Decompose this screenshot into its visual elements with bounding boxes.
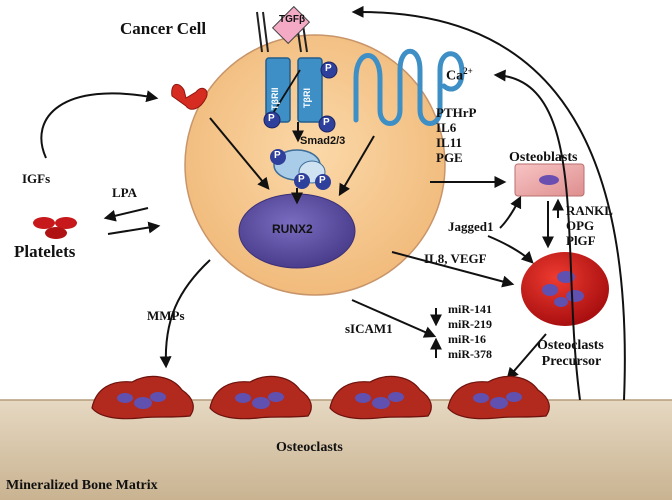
tbri-label: TβRI [302, 88, 312, 108]
arrow-bone-to-cell [351, 5, 626, 401]
calcium-charge: 2+ [463, 66, 473, 76]
osteoclast-precursor-label: Osteoclasts Precursor [537, 338, 604, 370]
tbrii-label: TβRII [270, 87, 280, 111]
mirna-list: miR-141 miR-219 miR-16 miR-378 [448, 302, 492, 362]
smad23-complex [270, 149, 331, 190]
runx2-label: RUNX2 [272, 222, 313, 236]
phospho-circle-2 [320, 61, 338, 79]
calcium-sensing-receptor [353, 48, 465, 126]
arrow-bone-to-ca [493, 69, 581, 401]
osteoblast-cell [514, 163, 585, 197]
calcium-label: Ca2+ [446, 66, 473, 85]
mir-16: miR-16 [448, 332, 486, 346]
precursor-line-1: Osteoclasts [537, 338, 604, 353]
arrow-platelets-to-cell [107, 221, 161, 235]
calcium-base: Ca [446, 68, 464, 84]
factor-pthrp: PTHrP [436, 105, 477, 120]
factor-il6: IL6 [436, 119, 457, 135]
phospho-circle-3 [318, 115, 336, 133]
arrow-igf-to-receptor [40, 90, 159, 159]
osteoclast-4 [447, 375, 550, 420]
tgfb-receptor-complex [256, 5, 338, 133]
arrow-casr-to-runx2 [338, 135, 375, 197]
igfs-label: IGFs [22, 171, 51, 186]
mir-219: miR-219 [448, 317, 492, 331]
tbri-receptor [297, 57, 323, 123]
opg-label: OPG [566, 217, 595, 233]
il8-vegf-label: IL8, VEGF [424, 251, 487, 266]
arrow-cell-to-mirs [351, 299, 437, 338]
phospho-label-3: P [323, 117, 330, 128]
smad-label: Smad2/3 [300, 135, 346, 147]
cancer-cell-title: Cancer Cell [120, 19, 207, 38]
smad-phospho-label-2: P [298, 174, 305, 185]
smad-phospho-label-3: P [319, 175, 326, 186]
factor-il11: IL11 [436, 134, 463, 150]
factor-pge: PGE [436, 149, 463, 165]
arrow-jagged-to-osteoblast [499, 195, 522, 229]
plgf-label: PlGF [566, 232, 596, 248]
osteoclast-precursor-cell [521, 252, 609, 326]
sicam1-label: sICAM1 [345, 321, 393, 336]
tgfb-label: TGFβ [279, 14, 306, 25]
precursor-line-2: Precursor [541, 354, 602, 370]
arrow-jagged-to-precursor [487, 235, 534, 264]
mir-141: miR-141 [448, 302, 492, 316]
osteoclast-1 [91, 375, 194, 420]
phospho-label-2: P [325, 63, 332, 74]
platelets-label: Platelets [14, 242, 76, 261]
rankl-opg-plgf-labels: RANKL OPG PlGF [566, 203, 613, 249]
osteoclasts-label: Osteoclasts [276, 440, 343, 455]
bone-matrix-label: Mineralized Bone Matrix [6, 478, 158, 493]
smad-phospho-label-1: P [274, 150, 281, 161]
mmps-label: MMPs [147, 308, 185, 323]
mir-378: miR-378 [448, 347, 492, 361]
arrow-precursor-to-osteoclast [506, 333, 547, 380]
osteoblasts-label: Osteoblasts [509, 150, 578, 165]
rankl-label: RANKL [566, 203, 613, 218]
arrow-cell-to-mmps [159, 259, 211, 369]
signal-arrows [40, 5, 626, 401]
arrow-receptor-to-runx2 [209, 117, 270, 190]
osteoclast-3 [329, 375, 432, 420]
secreted-factors: PTHrP IL6 IL11 PGE [436, 105, 477, 166]
platelets-graphic [33, 217, 77, 239]
phospho-circle-1 [263, 111, 281, 129]
jagged1-label: Jagged1 [448, 219, 494, 234]
osteoclast-2 [209, 375, 312, 420]
igf-receptor [171, 83, 208, 110]
phospho-label-1: P [268, 113, 275, 124]
lpa-label: LPA [112, 185, 138, 200]
arrow-lpa-to-platelets [103, 207, 149, 222]
arrow-cell-to-precursor [391, 251, 515, 288]
